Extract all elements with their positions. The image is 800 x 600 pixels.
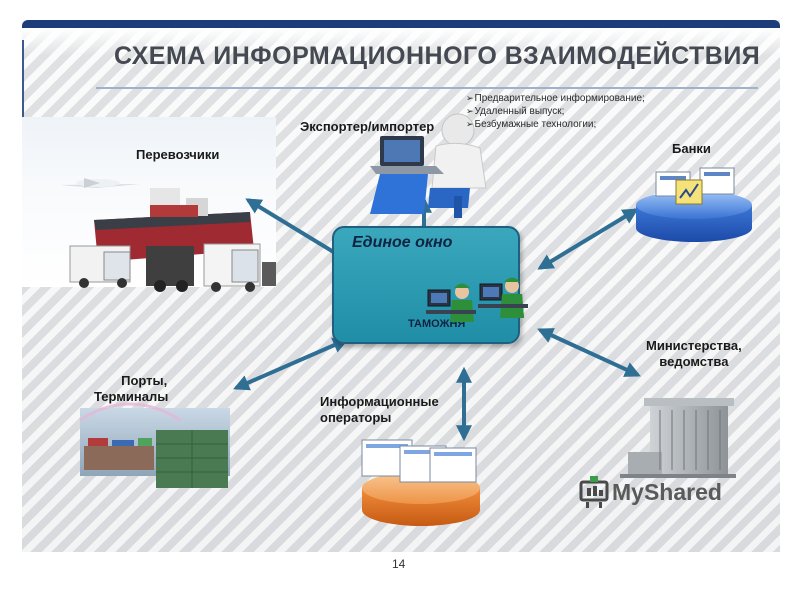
customs-label: ТАМОЖНЯ	[408, 318, 466, 330]
operators-label-line1: Информационные	[320, 394, 439, 409]
banks-label: Банки	[672, 141, 711, 156]
ports-label-line1: Порты,	[121, 373, 168, 388]
carriers-illustration	[60, 178, 276, 292]
arrow-banks	[537, 208, 639, 270]
ministries-label-line2: ведомства	[659, 354, 729, 369]
accent-bar-glow	[22, 28, 780, 56]
ministries-label-line1: Министерства,	[646, 338, 742, 353]
ports-label: Порты, Терминалы	[94, 373, 168, 405]
operators-label: Информационные операторы	[320, 394, 439, 426]
ports-label-line2: Терминалы	[94, 389, 169, 404]
arrow-ministries	[537, 328, 641, 377]
ports-photo	[79, 402, 230, 488]
brand-text: MyShared	[612, 479, 722, 505]
left-rule	[22, 40, 24, 188]
exporter-illustration	[370, 113, 487, 218]
ministry-building-icon	[620, 398, 736, 478]
operators-database-icon	[361, 439, 480, 526]
slide-title: СХЕМА ИНФОРМАЦИОННОГО ВЗАИМОДЕЙСТВИЯ	[114, 42, 761, 70]
accent-bar	[22, 20, 780, 28]
bullet-item: Безбумажные технологии;	[466, 118, 645, 131]
exporter-label: Экспортер/импортер	[300, 119, 435, 134]
title-underline	[96, 87, 758, 89]
arrow-ports	[233, 337, 349, 391]
operators-label-line2: операторы	[320, 410, 392, 425]
ministries-label: Министерства, ведомства	[646, 338, 742, 370]
exporter-benefits-list: Предварительное информирование; Удаленны…	[466, 92, 645, 131]
bullet-item: Удаленный выпуск;	[466, 105, 645, 118]
single-window-title: Единое окно	[352, 234, 453, 251]
bank-database-icon	[636, 167, 752, 242]
carriers-label: Перевозчики	[136, 147, 220, 162]
page-number: 14	[392, 557, 406, 571]
brand-icon	[579, 476, 609, 508]
bullet-item: Предварительное информирование;	[466, 92, 645, 105]
